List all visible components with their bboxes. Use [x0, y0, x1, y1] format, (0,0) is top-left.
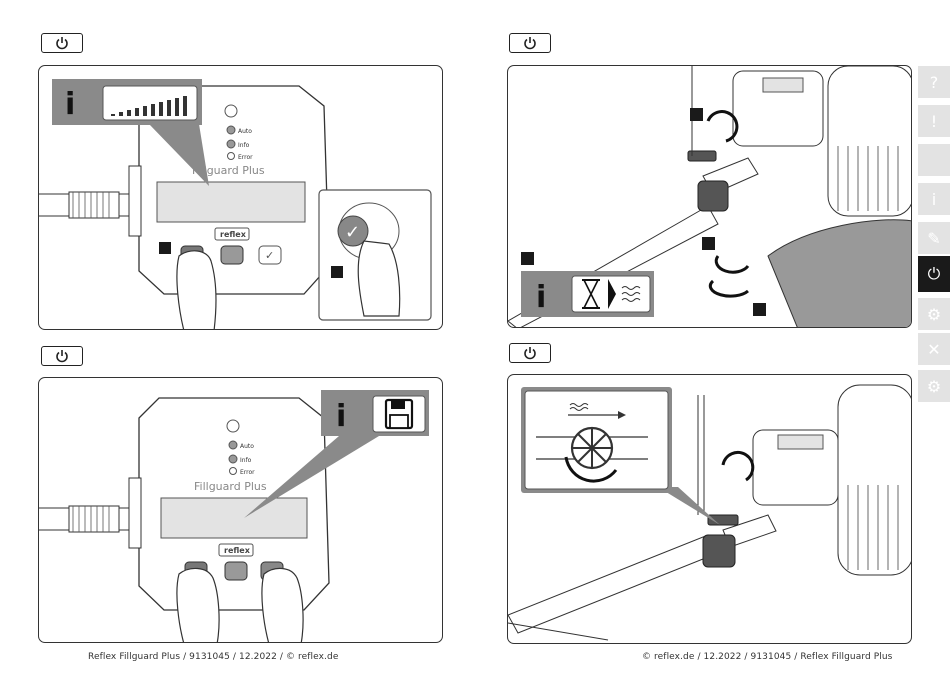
led-label-auto: Auto	[238, 128, 252, 135]
led-label-auto: Auto	[240, 443, 254, 450]
power-icon	[523, 346, 537, 360]
tab-info[interactable]: i	[918, 183, 950, 215]
tab-warning[interactable]: !	[918, 105, 950, 137]
footer-right: © reflex.de / 12.2022 / 9131045 / Reflex…	[642, 652, 892, 662]
power-button-step-4	[509, 343, 551, 363]
illustration-panel-valve-open: i	[507, 65, 912, 328]
power-icon	[55, 36, 69, 50]
illustration-panel-flow	[507, 374, 912, 644]
settings-icon: ⚙	[927, 377, 941, 396]
tools-icon: ✕	[927, 340, 940, 359]
led-label-error: Error	[240, 469, 255, 476]
info-callout-letter: i	[65, 87, 75, 122]
info-icon: i	[932, 190, 936, 209]
footer-left: Reflex Fillguard Plus / 9131045 / 12.202…	[88, 652, 338, 662]
power-button-step-1	[41, 33, 83, 53]
question-icon: ?	[930, 73, 939, 92]
illustration-panel-info-level: Auto Info Error Fillguard Plus reflex ✓ …	[38, 65, 443, 330]
tab-install[interactable]: ✎	[918, 222, 950, 254]
tab-help[interactable]: ?	[918, 66, 950, 98]
led-label-info: Info	[240, 457, 252, 464]
gears-icon: ⚙	[927, 305, 941, 324]
power-icon	[55, 349, 69, 363]
tab-box[interactable]	[918, 144, 950, 176]
power-icon: ⏻	[928, 264, 941, 284]
info-callout-letter: i	[536, 280, 546, 315]
svg-text:✓: ✓	[265, 249, 274, 262]
info-callout-letter: i	[336, 399, 346, 434]
led-label-info: Info	[238, 142, 250, 149]
tab-settings[interactable]: ⚙	[918, 370, 950, 402]
power-button-step-3	[509, 33, 551, 53]
svg-text:✓: ✓	[345, 222, 360, 243]
wrench-icon: ✎	[927, 229, 940, 248]
power-icon	[523, 36, 537, 50]
device-brand-logo: reflex	[224, 546, 251, 555]
power-button-step-2	[41, 346, 83, 366]
led-label-error: Error	[238, 154, 253, 161]
device-brand-logo: reflex	[220, 230, 247, 239]
illustration-panel-save: Auto Info Error Fillguard Plus reflex i	[38, 377, 443, 643]
tab-operation[interactable]: ⚙	[918, 298, 950, 330]
warning-icon: !	[931, 112, 937, 131]
tab-startup[interactable]: ⏻	[918, 256, 950, 292]
tab-maintenance[interactable]: ✕	[918, 333, 950, 365]
save-icon	[386, 400, 412, 428]
device-product-name: Fillguard Plus	[194, 480, 267, 493]
